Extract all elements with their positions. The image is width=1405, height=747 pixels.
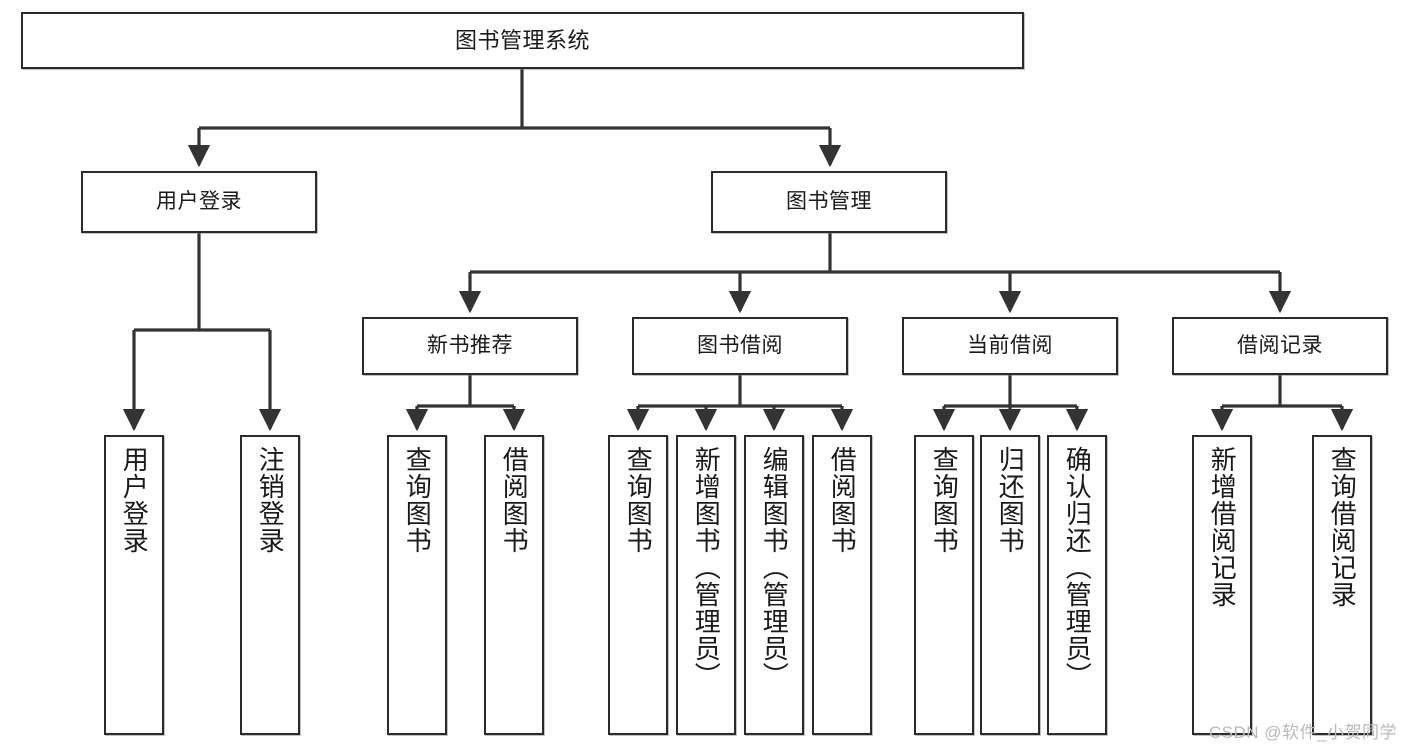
leaf-label: 查询图书 (402, 446, 433, 554)
node-root-system[interactable]: 图书管理系统 (21, 12, 1024, 69)
node-borrow-record[interactable]: 借阅记录 (1172, 317, 1388, 375)
node-new-book-rec[interactable]: 新书推荐 (362, 317, 578, 375)
leaf-label: 确认归还（管理员） (1062, 446, 1093, 689)
leaf-borrow-record-2[interactable]: 查询借阅记录 (1312, 435, 1372, 735)
leaf-label: 编辑图书（管理员） (759, 446, 790, 689)
node-book-borrow-label: 图书借阅 (697, 333, 783, 357)
node-user-login-label: 用户登录 (156, 189, 242, 213)
node-root-label: 图书管理系统 (454, 27, 590, 53)
leaf-new-book-rec-2[interactable]: 借阅图书 (484, 435, 544, 735)
leaf-label: 新增借阅记录 (1207, 446, 1238, 608)
leaf-current-borrow-2[interactable]: 归还图书 (980, 435, 1040, 735)
leaf-current-borrow-3[interactable]: 确认归还（管理员） (1047, 435, 1107, 735)
leaf-book-borrow-3[interactable]: 编辑图书（管理员） (744, 435, 804, 735)
node-book-manage[interactable]: 图书管理 (711, 171, 947, 233)
leaf-label: 用户登录 (119, 446, 150, 554)
leaf-label: 查询图书 (623, 446, 654, 554)
node-book-manage-label: 图书管理 (786, 189, 872, 213)
leaf-label: 归还图书 (995, 446, 1026, 554)
leaf-new-book-rec-1[interactable]: 查询图书 (387, 435, 447, 735)
leaf-label: 借阅图书 (499, 446, 530, 554)
leaf-borrow-record-1[interactable]: 新增借阅记录 (1192, 435, 1252, 735)
watermark-text: CSDN @软件_小贺同学 (1208, 723, 1397, 742)
leaf-label: 查询图书 (929, 446, 960, 554)
leaf-user-login-2[interactable]: 注销登录 (240, 435, 300, 735)
leaf-book-borrow-2[interactable]: 新增图书（管理员） (676, 435, 736, 735)
leaf-label: 注销登录 (255, 446, 286, 554)
node-current-borrow[interactable]: 当前借阅 (902, 317, 1118, 375)
node-book-borrow[interactable]: 图书借阅 (632, 317, 848, 375)
leaf-label: 借阅图书 (827, 446, 858, 554)
node-borrow-record-label: 借阅记录 (1237, 333, 1323, 357)
node-user-login[interactable]: 用户登录 (81, 171, 317, 233)
node-new-book-rec-label: 新书推荐 (427, 333, 513, 357)
leaf-book-borrow-1[interactable]: 查询图书 (608, 435, 668, 735)
leaf-user-login-1[interactable]: 用户登录 (104, 435, 164, 735)
leaf-book-borrow-4[interactable]: 借阅图书 (812, 435, 872, 735)
leaf-current-borrow-1[interactable]: 查询图书 (914, 435, 974, 735)
leaf-label: 新增图书（管理员） (691, 446, 722, 689)
leaf-label: 查询借阅记录 (1327, 446, 1358, 608)
node-current-borrow-label: 当前借阅 (967, 333, 1053, 357)
